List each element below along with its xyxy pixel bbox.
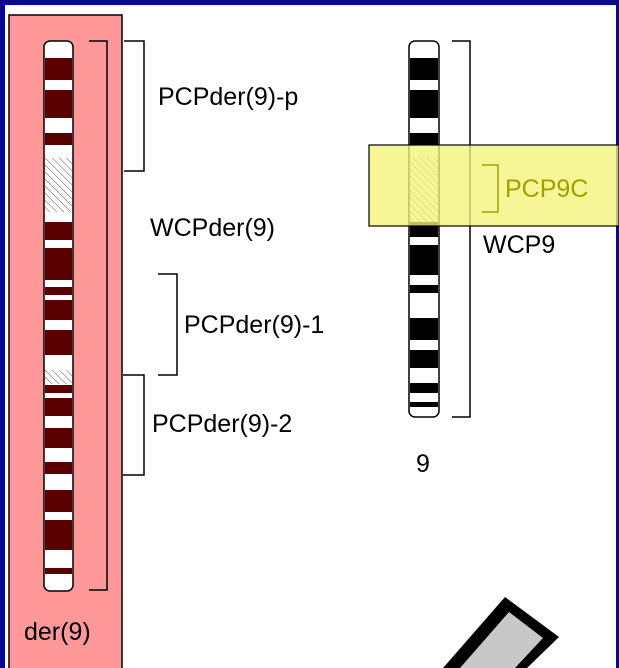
pcp-der9-p-bracket xyxy=(124,40,145,172)
wcp9-bracket xyxy=(452,40,471,418)
pcp-der9-1-label: PCPder(9)-1 xyxy=(184,311,324,339)
der9-bracket xyxy=(89,40,108,591)
wcp9-label: WCP9 xyxy=(483,231,555,259)
wcp-der9-label: WCPder(9) xyxy=(150,214,275,242)
der9-chromosome xyxy=(43,40,74,592)
pcp-der9-p-label: PCPder(9)-p xyxy=(158,83,298,111)
pcp9c-label: PCP9C xyxy=(505,175,588,203)
chromosome-9 xyxy=(408,40,440,418)
pcp-der9-2-label: PCPder(9)-2 xyxy=(152,410,292,438)
der9-label: der(9) xyxy=(24,618,91,646)
pcp-der9-2-bracket xyxy=(123,374,145,476)
pcp9c-bracket xyxy=(482,164,499,213)
pcp-der9-1-bracket xyxy=(158,273,178,376)
pointer-shape xyxy=(443,597,559,668)
chr9-label: 9 xyxy=(416,450,430,478)
